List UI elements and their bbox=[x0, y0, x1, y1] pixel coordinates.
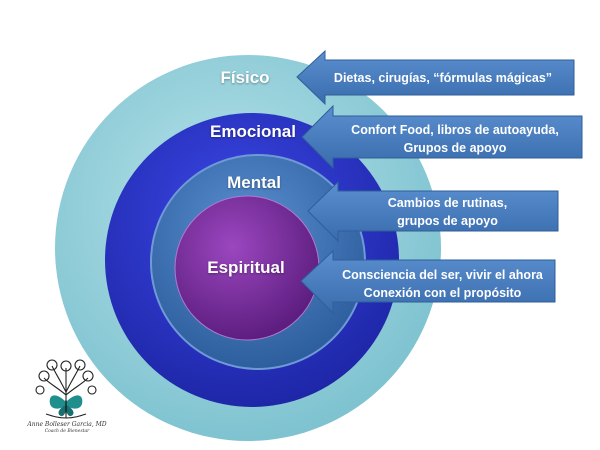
arrow-emocional-line-2: Grupos de apoyo bbox=[403, 141, 507, 155]
arrow-emocional-text: Confort Food, libros de autoayuda, Grupo… bbox=[330, 121, 580, 157]
label-espiritual: Espiritual bbox=[207, 258, 285, 277]
arrow-espiritual-line-1: Consciencia del ser, vivir el ahora bbox=[342, 268, 543, 282]
arrow-mental-line-1: Cambios de rutinas, bbox=[387, 196, 508, 210]
logo-subtitle: Coach de Bienestar bbox=[44, 429, 90, 434]
logo-name: Anne Bolleser Garcia, MD bbox=[27, 421, 107, 428]
arrow-fisico-line: Dietas, cirugías, “fórmulas mágicas” bbox=[333, 71, 553, 85]
arrow-emocional bbox=[301, 104, 583, 170]
arrow-espiritual-text: Consciencia del ser, vivir el ahora Cone… bbox=[330, 266, 555, 302]
logo-caption: Anne Bolleser Garcia, MD Coach de Bienes… bbox=[24, 421, 110, 435]
arrow-fisico-text: Dietas, cirugías, “fórmulas mágicas” bbox=[318, 69, 568, 87]
arrow-fisico bbox=[296, 49, 575, 106]
butterfly-tree-icon bbox=[35, 359, 97, 419]
arrow-emocional-line-1: Confort Food, libros de autoayuda, bbox=[351, 123, 559, 137]
arrow-espiritual-line-2: Conexión con el propósito bbox=[363, 286, 522, 300]
label-mental: Mental bbox=[227, 173, 281, 192]
arrow-mental bbox=[307, 180, 559, 243]
arrow-mental-text: Cambios de rutinas, grupos de apoyo bbox=[335, 194, 560, 230]
arrow-espiritual bbox=[300, 249, 556, 315]
label-emocional: Emocional bbox=[210, 122, 296, 141]
label-fisico: Físico bbox=[220, 68, 270, 87]
arrow-mental-line-2: grupos de apoyo bbox=[397, 214, 498, 228]
